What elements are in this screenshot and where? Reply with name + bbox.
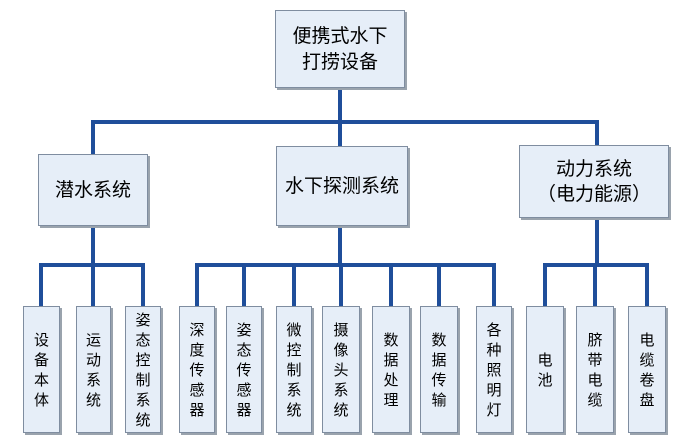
leaf-label: 设备本体 — [34, 330, 50, 409]
leaf-label: 摄像头系统 — [333, 320, 349, 419]
leaf-label: 数据传输 — [431, 330, 447, 409]
leaf-node: 设备本体 — [23, 306, 60, 433]
leaf-label: 脐带电缆 — [587, 330, 603, 409]
root-label: 便携式水下 打捞设备 — [292, 25, 388, 73]
leaf-node: 摄像头系统 — [322, 306, 360, 433]
leaf-node: 各种照明灯 — [476, 306, 512, 433]
leaf-label: 各种照明灯 — [486, 320, 502, 419]
branch-node-detection-system: 水下探测系统 — [276, 146, 408, 226]
leaf-node: 姿态传感器 — [226, 306, 262, 433]
leaf-node: 电缆卷盘 — [628, 306, 666, 433]
leaf-node: 数据传输 — [420, 306, 458, 433]
leaf-node: 姿态控制系统 — [125, 306, 161, 433]
leaf-node: 电池 — [526, 306, 564, 433]
leaf-node: 脐带电缆 — [576, 306, 614, 433]
branch-label: 动力系统 （电力能源） — [536, 157, 651, 205]
branch-node-power-system: 动力系统 （电力能源） — [519, 145, 669, 218]
leaf-label: 微控制系统 — [286, 320, 302, 419]
branch-label: 潜水系统 — [54, 178, 131, 201]
leaf-label: 姿态控制系统 — [135, 310, 151, 429]
leaf-label: 深度传感器 — [189, 320, 205, 419]
root-node: 便携式水下 打捞设备 — [275, 10, 405, 88]
branch-label: 水下探测系统 — [284, 174, 399, 197]
leaf-label: 电池 — [537, 350, 553, 389]
leaf-label: 运动系统 — [86, 330, 102, 409]
leaf-label: 数据处理 — [383, 330, 399, 409]
leaf-node: 深度传感器 — [179, 306, 215, 433]
leaf-node: 数据处理 — [372, 306, 410, 433]
leaf-label: 姿态传感器 — [236, 320, 252, 419]
branch-node-dive-system: 潜水系统 — [38, 154, 148, 226]
leaf-node: 运动系统 — [76, 306, 111, 433]
leaf-node: 微控制系统 — [276, 306, 312, 433]
leaf-label: 电缆卷盘 — [639, 330, 655, 409]
